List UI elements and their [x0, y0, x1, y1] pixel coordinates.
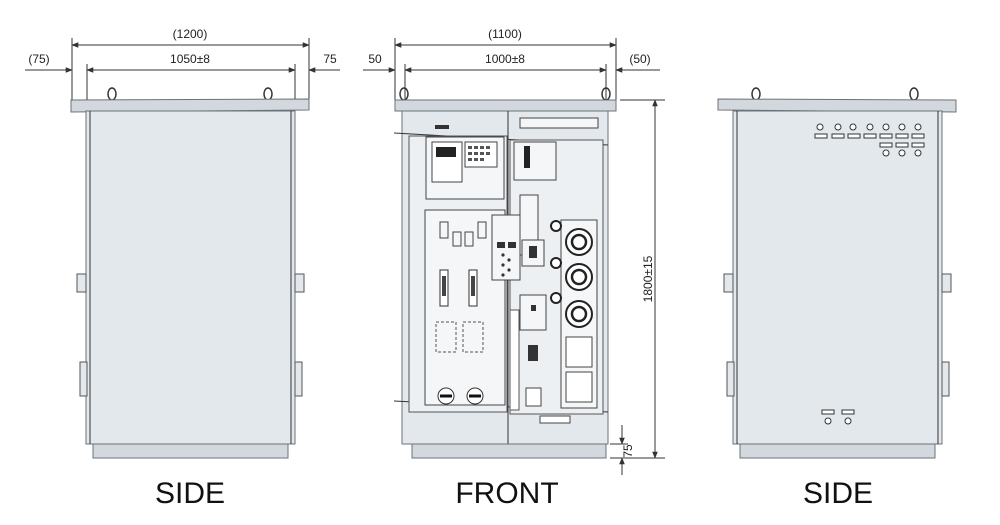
side-left-base	[92, 443, 289, 459]
front-height: 1800±15	[641, 255, 655, 302]
side-left-lifting-eyes	[107, 87, 273, 101]
front-base	[411, 443, 607, 459]
front-right-offset: (50)	[629, 52, 650, 66]
side-left-total-width: (1200)	[173, 27, 208, 41]
front-base-height: 75	[621, 444, 635, 458]
side-left-right-offset: 75	[323, 52, 337, 66]
side-left-handle-a	[79, 361, 88, 397]
side-right-lifting-eyes	[751, 87, 919, 101]
front-total-width: (1100)	[488, 27, 522, 41]
side-left-left-offset: (75)	[28, 52, 49, 66]
side-left-dimensions: (1200) 1050±8 (75) 75	[25, 27, 340, 100]
side-left-hinge-a	[76, 273, 87, 293]
side-left-hinge-b	[294, 273, 305, 293]
side-left-roof	[70, 98, 310, 113]
front-fuse-holders	[439, 269, 478, 307]
side-right-cable-glands	[814, 123, 925, 425]
front-switch-knobs	[437, 387, 484, 405]
front-meter-box	[513, 141, 557, 181]
front-inner-width: 1000±8	[485, 52, 525, 66]
side-view-right: SIDE	[717, 87, 957, 510]
front-relay-block	[519, 294, 547, 331]
side-right-body	[732, 110, 943, 445]
side-left-label: SIDE	[155, 477, 225, 510]
front-socket-outlets	[550, 219, 598, 409]
front-dimensions: (1100) 1000±8 50 (50) 1800±15 75	[363, 27, 665, 475]
side-right-base	[739, 443, 936, 459]
front-terminal	[528, 345, 538, 361]
side-left-handle-b	[294, 361, 303, 397]
side-view-left: (1200) 1050±8 (75) 75 SIDE	[25, 27, 340, 510]
side-left-inner-width: 1050±8	[170, 52, 210, 66]
front-view: (1100) 1000±8 50 (50) 1800±15 75	[363, 27, 665, 510]
front-lifting-eyes	[399, 87, 611, 101]
front-nameplate	[519, 117, 599, 129]
side-right-roof	[717, 98, 957, 113]
front-left-offset: 50	[368, 52, 382, 66]
front-roof	[394, 99, 617, 112]
side-left-body	[85, 110, 296, 445]
front-label: FRONT	[455, 477, 558, 510]
side-right-label: SIDE	[803, 477, 873, 510]
